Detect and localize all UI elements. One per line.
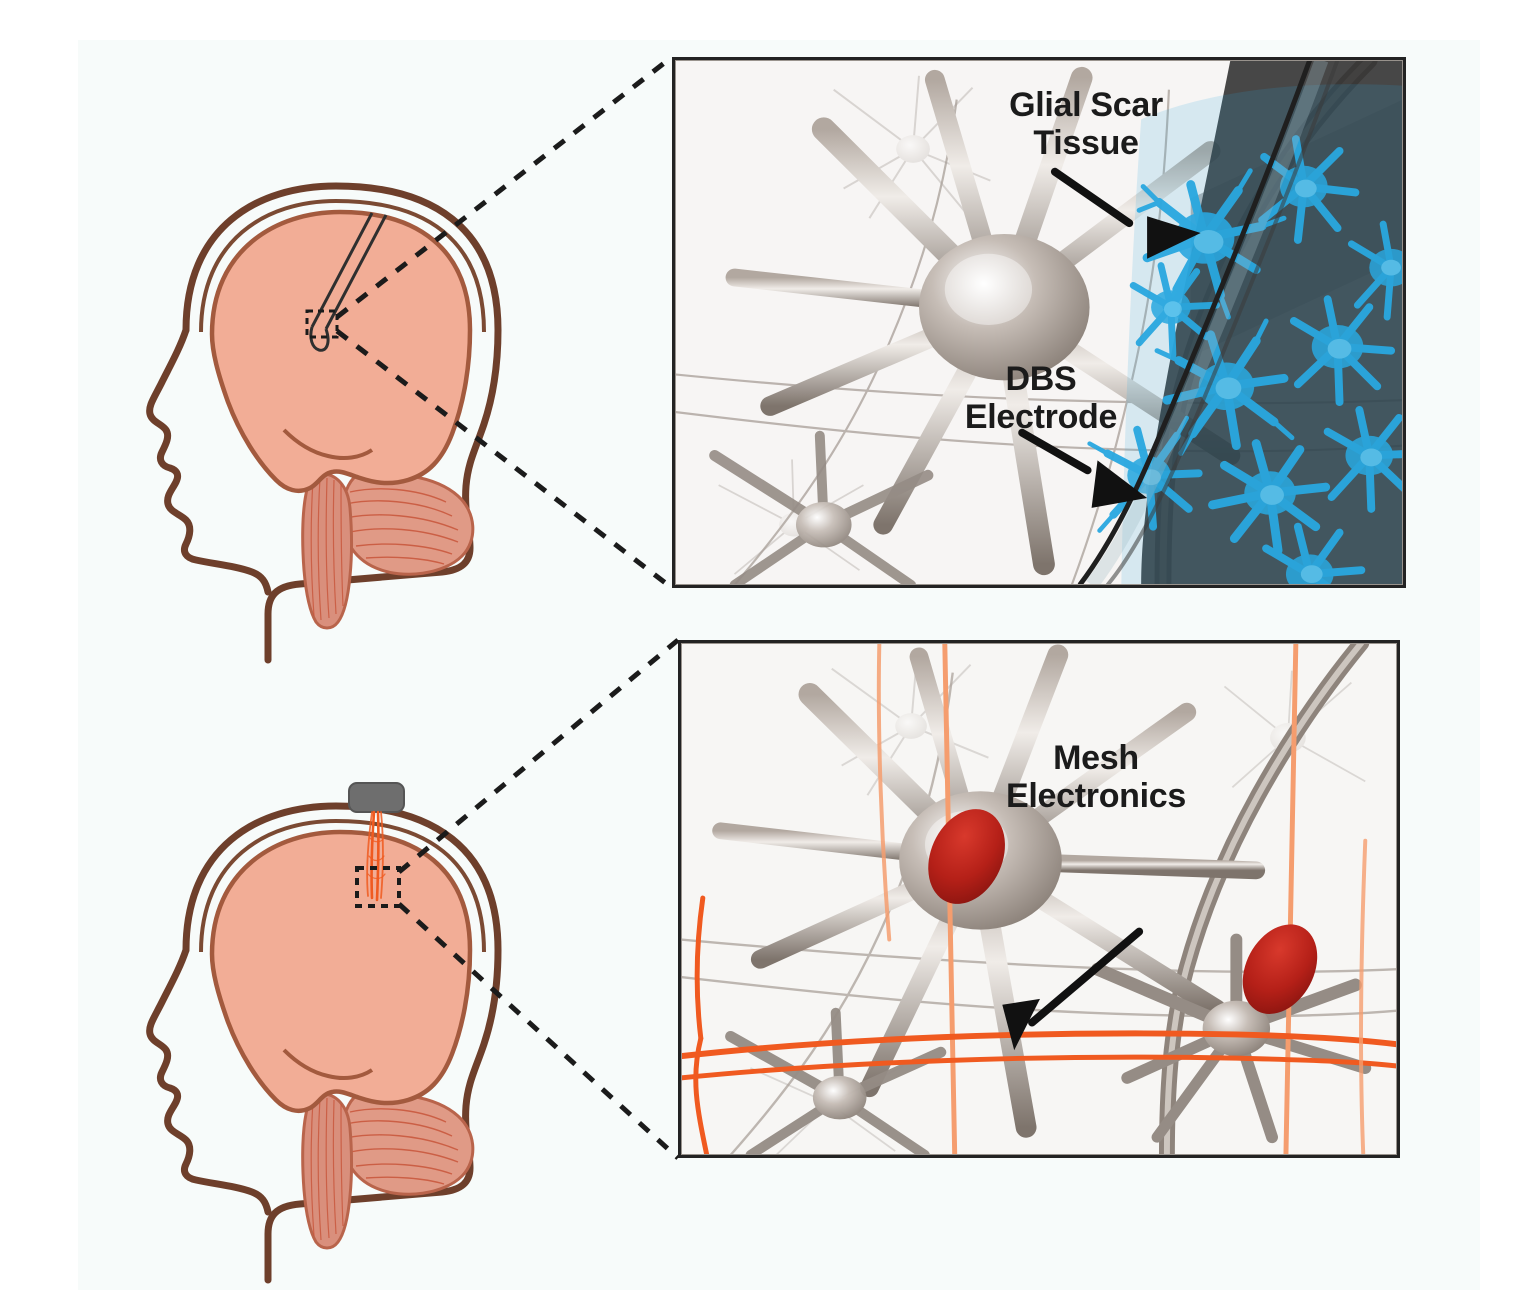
mesh-electronics-probe-bottom[interactable] <box>366 810 386 902</box>
dbs-panel-artwork <box>675 60 1403 585</box>
canvas-margin-top <box>0 0 1522 40</box>
dbs-electrode-shaft <box>1077 60 1340 585</box>
temporal-lobe-line-bottom <box>282 1048 374 1080</box>
callout-arrow-glial-scar <box>1050 167 1201 259</box>
skull-inner-line-bottom <box>199 818 486 953</box>
canvas-margin-bottom <box>0 1290 1522 1316</box>
brainstem-bottom <box>301 1092 353 1250</box>
brain-cerebrum-top <box>209 209 473 493</box>
zoom-panel-mesh-electronics: Mesh Electronics <box>678 640 1400 1158</box>
secondary-neuron-lower-left <box>709 430 934 585</box>
canvas-margin-right <box>1480 0 1522 1316</box>
leader-lines-top <box>335 55 674 590</box>
head-diagram-bottom <box>146 638 680 1284</box>
connector-module-bottom[interactable] <box>348 782 405 813</box>
face-profile-top <box>146 326 272 596</box>
skull-inner-line-top <box>199 198 486 333</box>
zoom-panel-dbs-electrode: Glial Scar Tissue DBS Electrode <box>672 57 1406 588</box>
canvas-margin-left <box>0 0 78 1316</box>
head-outline-bottom <box>182 802 502 1284</box>
recording-pad-left <box>928 809 1005 904</box>
roi-box-top <box>305 309 339 339</box>
mesh-recording-pads <box>928 809 1318 1014</box>
face-profile-bottom <box>146 946 272 1216</box>
large-dendrite-upper-mesh <box>1158 643 1370 1155</box>
head-diagram-top <box>146 55 674 664</box>
leader-lines-bottom <box>397 638 680 1160</box>
callout-arrow-dbs-electrode <box>1018 428 1148 508</box>
cerebellum-bottom <box>340 1092 475 1196</box>
callout-arrow-mesh-electronics <box>1002 927 1144 1051</box>
recording-pad-right <box>1242 924 1318 1014</box>
temporal-lobe-line-top <box>282 428 374 460</box>
mesh-panel-artwork <box>681 643 1397 1155</box>
cerebellum-top <box>340 472 475 576</box>
brainstem-top <box>301 472 353 630</box>
brain-cerebrum-bottom <box>209 829 473 1113</box>
head-outline-top <box>182 182 502 664</box>
